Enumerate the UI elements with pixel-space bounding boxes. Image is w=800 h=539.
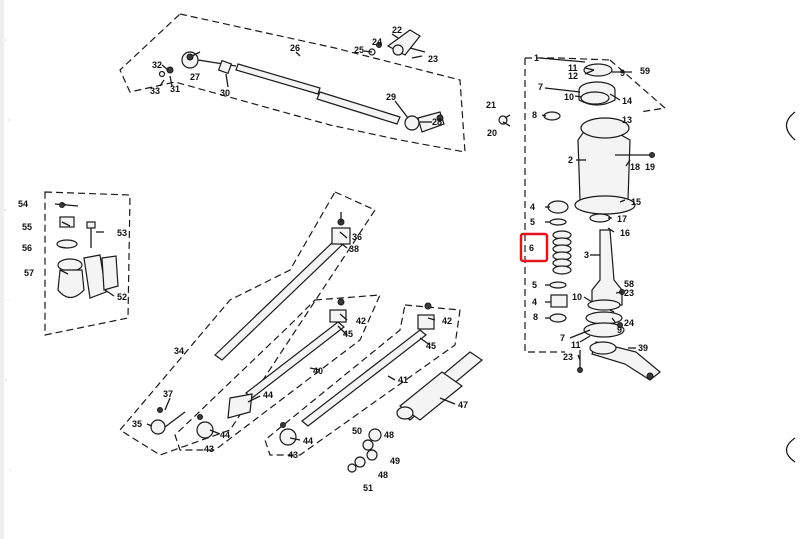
callout-31: 31	[170, 84, 180, 94]
part-callouts: 26 22 24 25 23 27 32 33 31 30 29 28 54 5…	[18, 25, 655, 493]
callout-44-c: 44	[303, 436, 313, 446]
callout-20: 20	[487, 128, 497, 138]
callout-58: 58	[624, 279, 634, 289]
callout-30: 30	[220, 88, 230, 98]
callout-39: 39	[638, 343, 648, 353]
callout-18-19: 18	[630, 162, 640, 172]
tie-rod-assembly	[119, 191, 484, 473]
callout-5-bottom: 5	[532, 280, 537, 290]
callout-27: 27	[190, 72, 200, 82]
callout-42-right: 42	[442, 316, 452, 326]
callout-55: 55	[22, 222, 32, 232]
callout-24-right: 24	[624, 318, 634, 328]
ball-joint-assembly	[44, 191, 131, 336]
callout-47: 47	[458, 400, 468, 410]
callout-9-bottom: 9	[617, 325, 622, 335]
callout-41: 41	[398, 375, 408, 385]
callout-59: 59	[640, 66, 650, 76]
callout-29: 29	[386, 92, 396, 102]
callout-51: 51	[363, 483, 373, 493]
callout-25: 25	[354, 45, 364, 55]
callout-36: 36	[352, 232, 362, 242]
callout-7-bottom: 7	[560, 333, 565, 343]
callout-34: 34	[174, 346, 184, 356]
steering-box-assembly	[498, 57, 667, 381]
callout-19: 19	[645, 162, 655, 172]
callout-53: 53	[117, 228, 127, 238]
callout-16: 16	[620, 228, 630, 238]
callout-42-left: 42	[356, 316, 366, 326]
callout-45-left: 45	[343, 329, 353, 339]
callout-3: 3	[584, 250, 589, 260]
callout-38: 38	[349, 244, 359, 254]
callout-35: 35	[132, 419, 142, 429]
callout-44-b: 44	[220, 430, 230, 440]
callout-11-bottom: 11	[571, 340, 581, 350]
drag-link-assembly	[119, 13, 466, 153]
callout-40: 40	[313, 366, 323, 376]
callout-24: 24	[372, 37, 382, 47]
callout-17: 17	[617, 214, 627, 224]
callout-50: 50	[352, 426, 362, 436]
callout-2: 2	[568, 155, 573, 165]
scan-edge-noise	[0, 0, 11, 539]
callout-28: 28	[432, 117, 442, 127]
spring-stack	[552, 230, 572, 275]
callout-49: 49	[390, 456, 400, 466]
callout-8-top: 8	[532, 110, 537, 120]
callout-5-top: 5	[530, 217, 535, 227]
callout-56: 56	[22, 243, 32, 253]
binder-holes	[785, 111, 796, 463]
callout-10-top: 10	[564, 92, 574, 102]
callout-15: 15	[631, 197, 641, 207]
callout-44-a: 44	[263, 390, 273, 400]
callout-45-right: 45	[426, 341, 436, 351]
callout-23-mid: 23	[624, 288, 634, 298]
callout-4-bottom: 4	[532, 297, 537, 307]
callout-26: 26	[290, 43, 300, 53]
callout-48-b: 48	[378, 470, 388, 480]
callout-14: 14	[622, 96, 632, 106]
callout-48-a: 48	[384, 430, 394, 440]
callout-10-bottom: 10	[572, 292, 582, 302]
callout-11-top: 11	[568, 63, 578, 73]
callout-21: 21	[486, 100, 496, 110]
callout-43-b: 43	[288, 450, 298, 460]
callout-37: 37	[163, 389, 173, 399]
callout-12: 12	[568, 71, 578, 81]
callout-52: 52	[117, 292, 127, 302]
highlight-box	[519, 232, 549, 263]
callout-43-a: 43	[204, 444, 214, 454]
callout-4-top: 4	[530, 202, 535, 212]
callout-1: 1	[534, 53, 539, 63]
callout-23: 23	[428, 54, 438, 64]
callout-33: 33	[150, 86, 160, 96]
callout-8-bottom: 8	[533, 312, 538, 322]
callout-32: 32	[152, 60, 162, 70]
callout-13: 13	[622, 115, 632, 125]
leader-lines	[59, 33, 636, 441]
callout-57: 57	[24, 268, 34, 278]
callout-22: 22	[392, 25, 402, 35]
callout-7: 7	[538, 82, 543, 92]
callout-9-top: 9	[620, 68, 625, 78]
callout-6: 6	[529, 243, 534, 253]
callout-23-bottom: 23	[563, 352, 573, 362]
callout-54: 54	[18, 199, 28, 209]
